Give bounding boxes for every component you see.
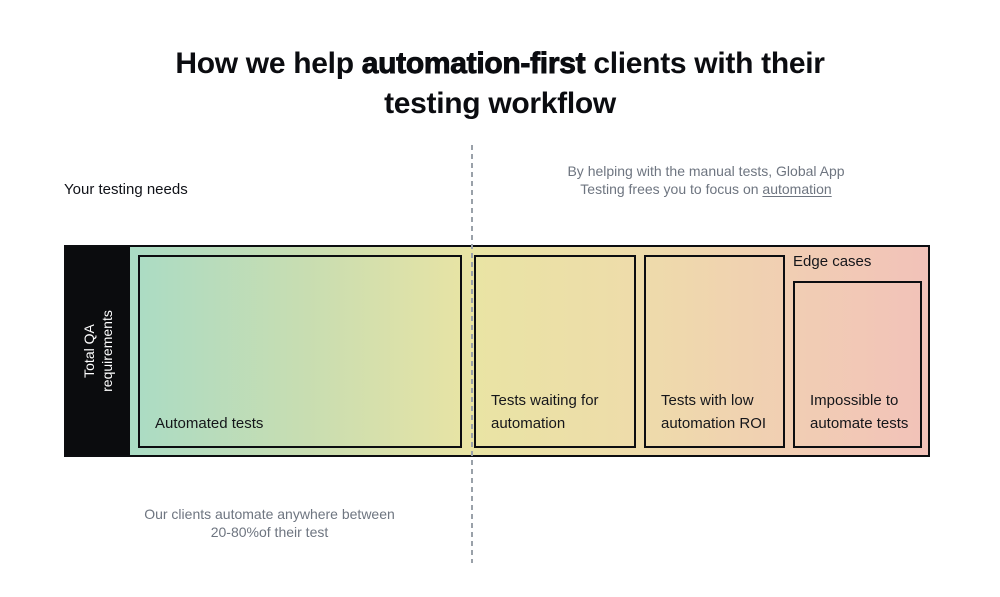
helper-note-line2-pre: Testing frees you to focus on <box>580 180 763 197</box>
segment-label: Automated tests <box>155 415 264 432</box>
helper-note: By helping with the manual tests, Global… <box>545 163 867 198</box>
segment-box-tests-low-automation-roi: Tests with low automation ROI <box>644 255 785 448</box>
total-qa-axis-box: Total QA requirements <box>66 247 130 455</box>
segment-box-impossible-to-automate: Impossible to automate tests <box>793 281 922 448</box>
clients-automate-line1: Our clients automate anywhere between <box>144 506 395 522</box>
segment-label: Tests waiting for automation <box>491 392 599 432</box>
qa-label-line1: Total QA <box>81 324 97 378</box>
clients-automate-line2: 20-80%of their test <box>210 523 329 540</box>
your-testing-needs-caption: Your testing needs <box>64 181 188 198</box>
automation-link[interactable]: automation <box>762 180 832 197</box>
title-line2: testing workflow <box>384 87 616 120</box>
segment-label: Tests with low automation ROI <box>661 392 767 432</box>
edge-cases-label: Edge cases <box>793 253 872 270</box>
title-pre: How we help <box>175 47 362 80</box>
title-post: clients with their <box>585 47 825 80</box>
segment-box-tests-waiting-for-automation: Tests waiting for automation <box>474 255 636 448</box>
page-title: How we help automation-first clients wit… <box>0 44 1000 124</box>
divider-dashed-line <box>471 145 473 563</box>
segment-box-automated-tests: Automated tests <box>138 255 462 448</box>
title-strong-phrase: automation-first <box>361 47 586 81</box>
qa-label-line2: requirements <box>99 310 115 392</box>
helper-note-line1: By helping with the manual tests, Global… <box>567 163 845 179</box>
clients-automate-note: Our clients automate anywhere between 20… <box>112 506 427 541</box>
qa-spectrum-bar: Total QA requirements Automated tests Te… <box>64 245 930 457</box>
total-qa-axis-label: Total QA requirements <box>66 247 130 455</box>
segment-label: Impossible to automate tests <box>810 392 909 432</box>
